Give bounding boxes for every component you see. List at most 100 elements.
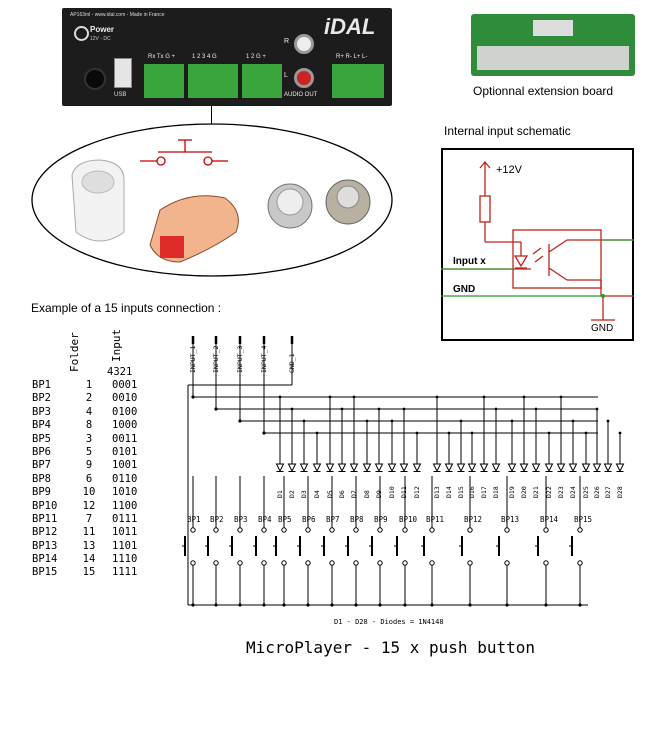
table-cell-folder: 12 bbox=[82, 499, 96, 512]
button-contact bbox=[467, 560, 473, 566]
diode-symbol bbox=[615, 463, 625, 473]
button-contact bbox=[577, 560, 583, 566]
button-label: BP12 bbox=[464, 515, 482, 524]
button-contact bbox=[213, 560, 219, 566]
table-cell-folder: 9 bbox=[85, 459, 93, 472]
button-contact bbox=[305, 560, 311, 566]
junction-dot bbox=[302, 419, 306, 423]
table-cell-input: 0100 bbox=[112, 405, 138, 418]
diode-label: D10 bbox=[388, 486, 396, 498]
button-label: BP15 bbox=[574, 515, 592, 524]
button-contact bbox=[429, 560, 435, 566]
diode-label: D22 bbox=[545, 486, 553, 498]
button-label: BP8 bbox=[350, 515, 364, 524]
junction-dot bbox=[402, 407, 406, 411]
table-cell-folder: 1 bbox=[85, 379, 93, 391]
diode-symbol bbox=[362, 463, 372, 473]
diode-label: D9 bbox=[375, 490, 383, 498]
schematic-drawing bbox=[441, 160, 634, 321]
table-cell-input: 1100 bbox=[112, 499, 138, 512]
button-contact bbox=[261, 527, 267, 533]
button-label: BP13 bbox=[501, 515, 519, 524]
junction-dot bbox=[328, 395, 332, 399]
power-jack bbox=[84, 68, 106, 90]
junction-dot bbox=[415, 431, 419, 435]
diode-symbol bbox=[325, 463, 335, 473]
junction-dot bbox=[430, 603, 434, 607]
diode-symbol bbox=[387, 463, 397, 473]
button-contact bbox=[577, 527, 583, 533]
table-cell-bp: BP8 bbox=[32, 472, 51, 485]
diode-symbol bbox=[287, 463, 297, 473]
junction-dot bbox=[377, 407, 381, 411]
button-contact bbox=[353, 527, 359, 533]
diode-label: D5 bbox=[326, 490, 334, 498]
table-cell-input: 1010 bbox=[112, 486, 138, 499]
table-cell-folder: 6 bbox=[85, 472, 93, 485]
button-contact bbox=[429, 527, 435, 533]
diode-symbol bbox=[556, 463, 566, 473]
extension-board-image bbox=[471, 14, 635, 76]
table-cell-bp: BP15 bbox=[32, 566, 58, 579]
table-cell-input: 0011 bbox=[112, 432, 138, 445]
button-label: BP7 bbox=[326, 515, 340, 524]
extension-board-caption: Optionnal extension board bbox=[473, 84, 614, 98]
junction-dot bbox=[214, 407, 218, 411]
diode-label: D11 bbox=[400, 486, 408, 498]
table-cell-bp: BP5 bbox=[32, 432, 51, 445]
motion-sensor-icon bbox=[71, 159, 125, 242]
diode-label: D4 bbox=[313, 490, 321, 498]
audio-rca-red bbox=[294, 68, 314, 88]
junction-dot bbox=[238, 419, 242, 423]
table-cell-input: 1111 bbox=[112, 566, 138, 579]
button-contact bbox=[543, 527, 549, 533]
button-contact bbox=[281, 560, 287, 566]
junction-dot bbox=[584, 431, 588, 435]
button-contact bbox=[504, 560, 510, 566]
schematic-box bbox=[441, 148, 634, 341]
diode-label: D3 bbox=[300, 490, 308, 498]
junction-dot bbox=[390, 419, 394, 423]
junction-dot bbox=[447, 431, 451, 435]
diode-symbol bbox=[412, 463, 422, 473]
diode-symbol bbox=[337, 463, 347, 473]
diode-note: D1 - D28 - Diodes = 1N4148 bbox=[334, 618, 444, 626]
button-label: BP4 bbox=[258, 515, 272, 524]
diode-label: D16 bbox=[468, 486, 476, 498]
button-contact bbox=[377, 560, 383, 566]
table-cell-bp: BP7 bbox=[32, 459, 51, 472]
junction-dot bbox=[403, 603, 407, 607]
brand-logo: iDAL bbox=[324, 14, 376, 39]
table-cell-bp: BP4 bbox=[32, 419, 51, 432]
junction-dot bbox=[191, 603, 195, 607]
diode-symbol bbox=[479, 463, 489, 473]
junction-dot bbox=[352, 395, 356, 399]
junction-dot bbox=[544, 603, 548, 607]
junction-dot bbox=[330, 603, 334, 607]
diode-symbol bbox=[491, 463, 501, 473]
button-contact bbox=[329, 527, 335, 533]
button-label: BP6 bbox=[302, 515, 316, 524]
power-icon bbox=[74, 26, 89, 41]
diode-label: D23 bbox=[557, 486, 565, 498]
output-pins-label: 1 2 G + bbox=[246, 54, 266, 60]
junction-dot bbox=[262, 431, 266, 435]
junction-dot bbox=[282, 603, 286, 607]
table-cell-bp: BP6 bbox=[32, 445, 51, 458]
junction-dot bbox=[378, 603, 382, 607]
schematic-gnd-label: GND bbox=[453, 284, 476, 295]
junction-dot bbox=[191, 395, 195, 399]
junction-dot bbox=[505, 603, 509, 607]
panel-connector-line bbox=[211, 106, 212, 124]
junction-dot bbox=[595, 407, 599, 411]
junction-dot bbox=[354, 603, 358, 607]
button-contact bbox=[402, 527, 408, 533]
table-cell-input: 0001 bbox=[112, 379, 138, 391]
